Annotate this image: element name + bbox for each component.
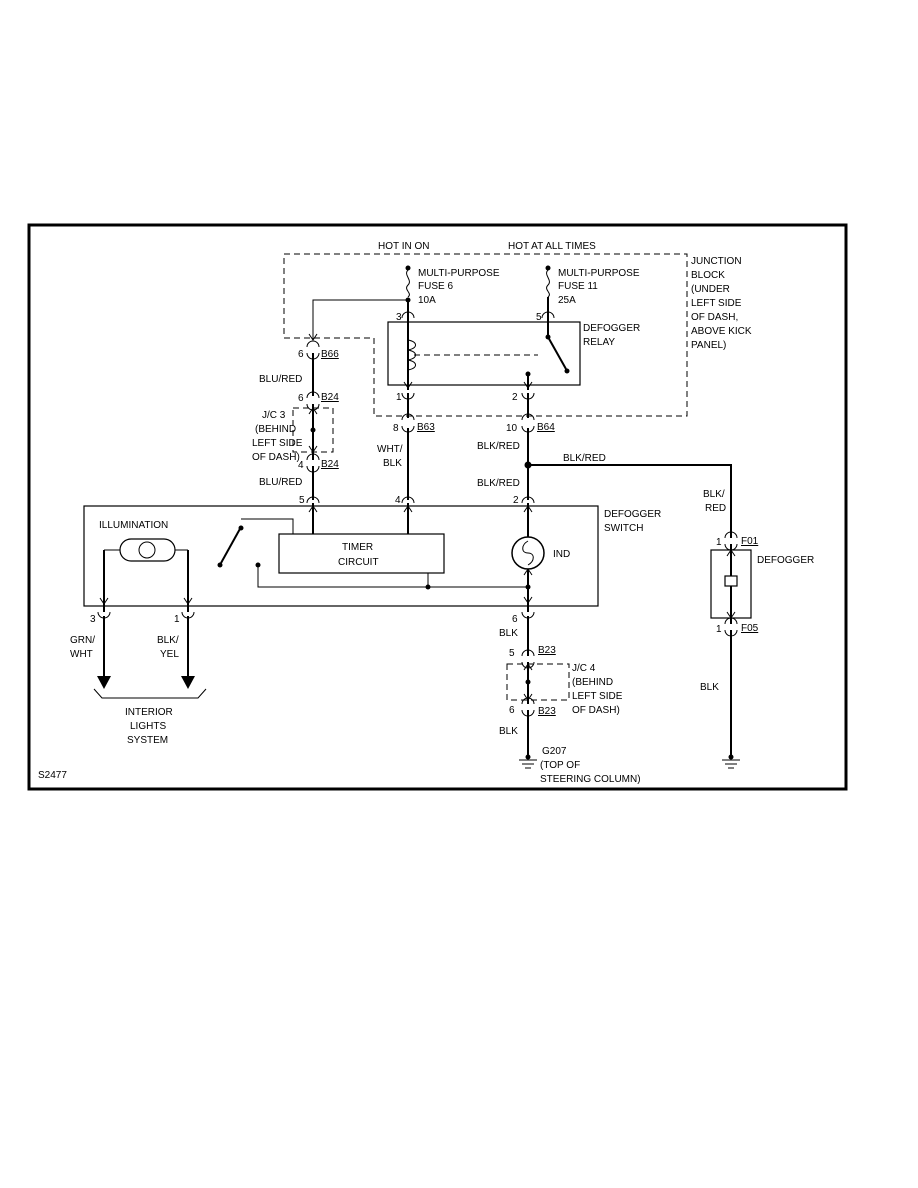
fuse-11-symbol (546, 269, 550, 298)
blk-label-2: BLK (499, 726, 518, 737)
blk-yel-arrow (181, 676, 195, 689)
blu-red-label-lower: BLU/RED (259, 477, 302, 488)
grn-wht-arrow (97, 676, 111, 689)
switch-pin-6: 6 (512, 614, 518, 625)
b23-label-bottom: B23 (538, 706, 556, 717)
blk-label-1: BLK (499, 628, 518, 639)
grn-wht-label: GRN/ WHT (70, 635, 98, 660)
relay-pin-5: 5 (536, 312, 542, 323)
hot-in-on-label: HOT IN ON (378, 241, 429, 252)
f05-pin: 1 (716, 624, 722, 635)
b64-label: B64 (537, 422, 555, 433)
diagram-frame (27, 223, 848, 791)
relay-pin-3: 3 (396, 312, 402, 323)
switch-pin-4: 4 (395, 495, 401, 506)
ground-g207-symbol (519, 759, 537, 769)
switch-pin-5: 5 (299, 495, 305, 506)
blu-red-label-upper: BLU/RED (259, 374, 302, 385)
b24-pin-bottom: 4 (298, 460, 304, 471)
blk-red-label-upper: BLK/RED (477, 441, 520, 452)
blk-red-label-lower: BLK/RED (477, 478, 520, 489)
fuse-6-rating: 10A (418, 295, 436, 306)
switch-pin-1: 1 (174, 614, 180, 625)
switch-contact-arm (220, 526, 242, 564)
b66-label: B66 (321, 349, 339, 360)
defogger-switch (83, 505, 599, 607)
relay-switch-arm (547, 336, 567, 370)
fuse-11-label: MULTI-PURPOSE FUSE 11 (558, 268, 642, 292)
b23-pin-bottom: 6 (509, 705, 515, 716)
hot-at-all-times-label: HOT AT ALL TIMES (508, 241, 596, 252)
blk-label-3: BLK (700, 682, 719, 693)
b66-pin: 6 (298, 349, 304, 360)
timer-circuit-label: TIMER CIRCUIT (338, 542, 379, 568)
defogger-label: DEFOGGER (757, 555, 814, 566)
interior-lights-label: INTERIOR LIGHTS SYSTEM (125, 707, 176, 746)
b24-label-bottom: B24 (321, 459, 339, 470)
b64-pin: 10 (506, 423, 518, 434)
b24-pin-top: 6 (298, 393, 304, 404)
blk-red-label-right: BLK/ RED (703, 489, 727, 514)
relay-label: DEFOGGER RELAY (583, 323, 643, 348)
junction-block-outline (283, 253, 688, 417)
switch-pin-3: 3 (90, 614, 96, 625)
switch-pin-2: 2 (513, 495, 519, 506)
jc3-label: J/C 3 (BEHIND LEFT SIDE OF DASH) (252, 410, 305, 463)
timer-circuit (278, 533, 445, 574)
blk-red-label-splice: BLK/RED (563, 453, 606, 464)
junction-block-label: JUNCTION BLOCK (UNDER LEFT SIDE OF DASH,… (691, 256, 754, 351)
f05-label: F05 (741, 623, 759, 634)
illumination-label: ILLUMINATION (99, 520, 168, 531)
defogger-relay (387, 321, 581, 386)
fuse-11-rating: 25A (558, 295, 576, 306)
ind-label: IND (553, 549, 570, 560)
b24-label-top: B24 (321, 392, 339, 403)
wht-blk-label: WHT/ BLK (377, 444, 405, 469)
jc4-label: J/C 4 (BEHIND LEFT SIDE OF DASH) (572, 663, 625, 716)
b63-pin: 8 (393, 423, 399, 434)
b23-label-top: B23 (538, 645, 556, 656)
g207-location: (TOP OF STEERING COLUMN) (540, 760, 641, 785)
relay-pin-1: 1 (396, 392, 402, 403)
interior-lights-bracket (93, 688, 207, 699)
fuse-6-symbol (406, 269, 410, 298)
f01-pin: 1 (716, 537, 722, 548)
jc4-outline (506, 663, 570, 701)
ground-defogger-symbol (722, 759, 740, 769)
blk-yel-label: BLK/ YEL (157, 635, 181, 660)
diagram-id: S2477 (38, 770, 67, 781)
b23-pin-top: 5 (509, 648, 515, 659)
relay-pin-2: 2 (512, 392, 518, 403)
g207-label: G207 (542, 746, 567, 757)
defogger-switch-label: DEFOGGER SWITCH (604, 509, 664, 534)
fuse-6-label: MULTI-PURPOSE FUSE 6 (418, 268, 502, 292)
b63-label: B63 (417, 422, 435, 433)
f01-label: F01 (741, 536, 759, 547)
